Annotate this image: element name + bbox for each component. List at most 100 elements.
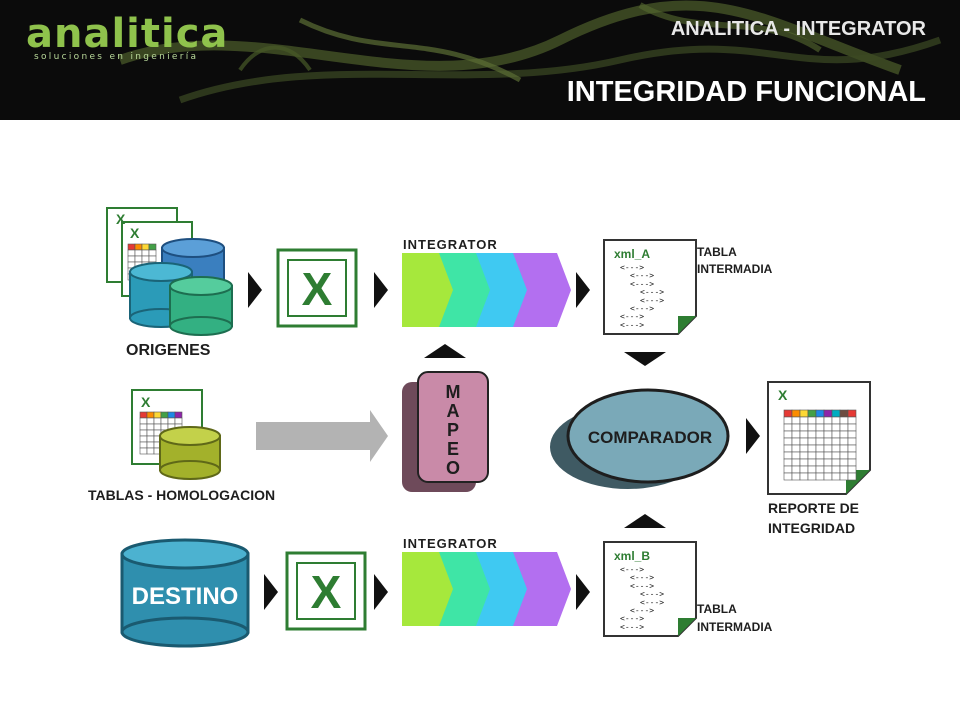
flow-arrow (576, 574, 590, 610)
grid-cell (160, 411, 169, 419)
excel-file-icon: X (276, 248, 358, 328)
mapping-letter: O (446, 458, 460, 478)
flow-arrow (374, 272, 388, 308)
integrator-chevron (439, 552, 497, 626)
xml-tag-line: <---> (640, 598, 664, 607)
grid-cell (139, 417, 148, 425)
intermediate-table-label-bottom: TABLA (697, 602, 737, 616)
grid-cell (815, 465, 825, 474)
grid-cell (153, 423, 162, 431)
origins-label: ORIGENES (126, 342, 211, 359)
grid-cell (831, 423, 841, 432)
grid-cell (847, 444, 857, 453)
xml-tag-line: <---> (630, 271, 654, 280)
intermediate-table-label-top: TABLA (697, 245, 737, 259)
decorative-leaf-art (118, 0, 942, 104)
grid-cell (141, 255, 150, 263)
grid-cell (823, 444, 833, 453)
grid-cell (815, 472, 825, 481)
grid-cell (148, 249, 157, 257)
excel-icon: X (778, 387, 788, 403)
flow-arrow (264, 574, 278, 610)
xml-tag-line: <---> (620, 312, 644, 321)
grid-cell (839, 444, 849, 453)
grid-cell (791, 423, 801, 432)
grid-cell (141, 249, 150, 257)
grid-cell (807, 430, 817, 439)
grid-cell (807, 423, 817, 432)
mapping-block: M A P E O (402, 371, 489, 492)
xml-b-label: xml_B (614, 549, 650, 563)
grid-cell (783, 458, 793, 467)
grid-cell (815, 437, 825, 446)
logo-text: analitica (26, 11, 229, 57)
integrator-label: INTEGRATOR (403, 237, 498, 252)
grid-cell (831, 437, 841, 446)
grid-cell (134, 249, 143, 257)
grid-cell (831, 451, 841, 460)
grid-cell (847, 458, 857, 467)
xml-tag-line: <---> (630, 279, 654, 288)
grid-cell (134, 255, 143, 263)
xml-tag-line: <---> (640, 296, 664, 305)
grid-cell (791, 409, 801, 418)
integrator-chevron (402, 552, 460, 626)
grid-cell (815, 430, 825, 439)
page-title: INTEGRIDAD FUNCIONAL (566, 76, 926, 108)
grid-cell (783, 416, 793, 425)
integrator-label: INTEGRATOR (403, 536, 498, 551)
grid-cell (791, 444, 801, 453)
header-banner: analitica soluciones en ingeniería ANALI… (0, 0, 960, 120)
xml-tag-line: <---> (620, 565, 644, 574)
grid-cell (839, 423, 849, 432)
xml-tag-line: <---> (620, 320, 644, 329)
excel-icon: X (141, 394, 151, 410)
grid-cell (839, 409, 849, 418)
grid-cell (839, 465, 849, 474)
grid-cell (799, 472, 809, 481)
flow-arrow (374, 574, 388, 610)
integrator-chevron (439, 253, 497, 327)
destination-database: DESTINO (120, 538, 250, 648)
grid-cell (146, 447, 155, 455)
grid-cell (807, 458, 817, 467)
integrator-chevron (513, 253, 571, 327)
xml-tag-line: <---> (630, 573, 654, 582)
xml-tag-line: <---> (620, 622, 644, 631)
grid-cell (823, 423, 833, 432)
grid-cell (815, 451, 825, 460)
grid-cell (839, 458, 849, 467)
comparator-node: COMPARADOR (550, 388, 730, 489)
flow-arrow-down (624, 352, 666, 366)
grid-cell (174, 411, 183, 419)
database-icon-green (169, 276, 233, 336)
grid-cell (127, 249, 136, 257)
grid-cell (831, 416, 841, 425)
grid-cell (823, 451, 833, 460)
grid-cell (134, 243, 143, 251)
grid-cell (807, 472, 817, 481)
flow-arrow (576, 272, 590, 308)
xml-b-document: xml_B <---><---><---><---><---><---><---… (603, 541, 697, 637)
mapping-letter: E (447, 439, 459, 459)
grid-cell (839, 430, 849, 439)
grid-cell (139, 435, 148, 443)
homologation-label: TABLAS - HOMOLOGACION (88, 487, 275, 503)
mapping-letter: A (447, 401, 460, 421)
grid-cell (146, 435, 155, 443)
grid-cell (148, 243, 157, 251)
grid-cell (148, 255, 157, 263)
integrator-pipeline-bottom: INTEGRATOR (402, 536, 571, 626)
flow-arrow (746, 418, 760, 454)
grid-cell (831, 409, 841, 418)
homologation-arrow (256, 410, 388, 462)
grid-cell (815, 444, 825, 453)
mapping-letter: P (447, 420, 459, 440)
excel-icon: X (116, 211, 126, 227)
excel-file-icon: X (285, 551, 367, 631)
grid-cell (823, 416, 833, 425)
grid-cell (815, 416, 825, 425)
grid-cell (783, 451, 793, 460)
